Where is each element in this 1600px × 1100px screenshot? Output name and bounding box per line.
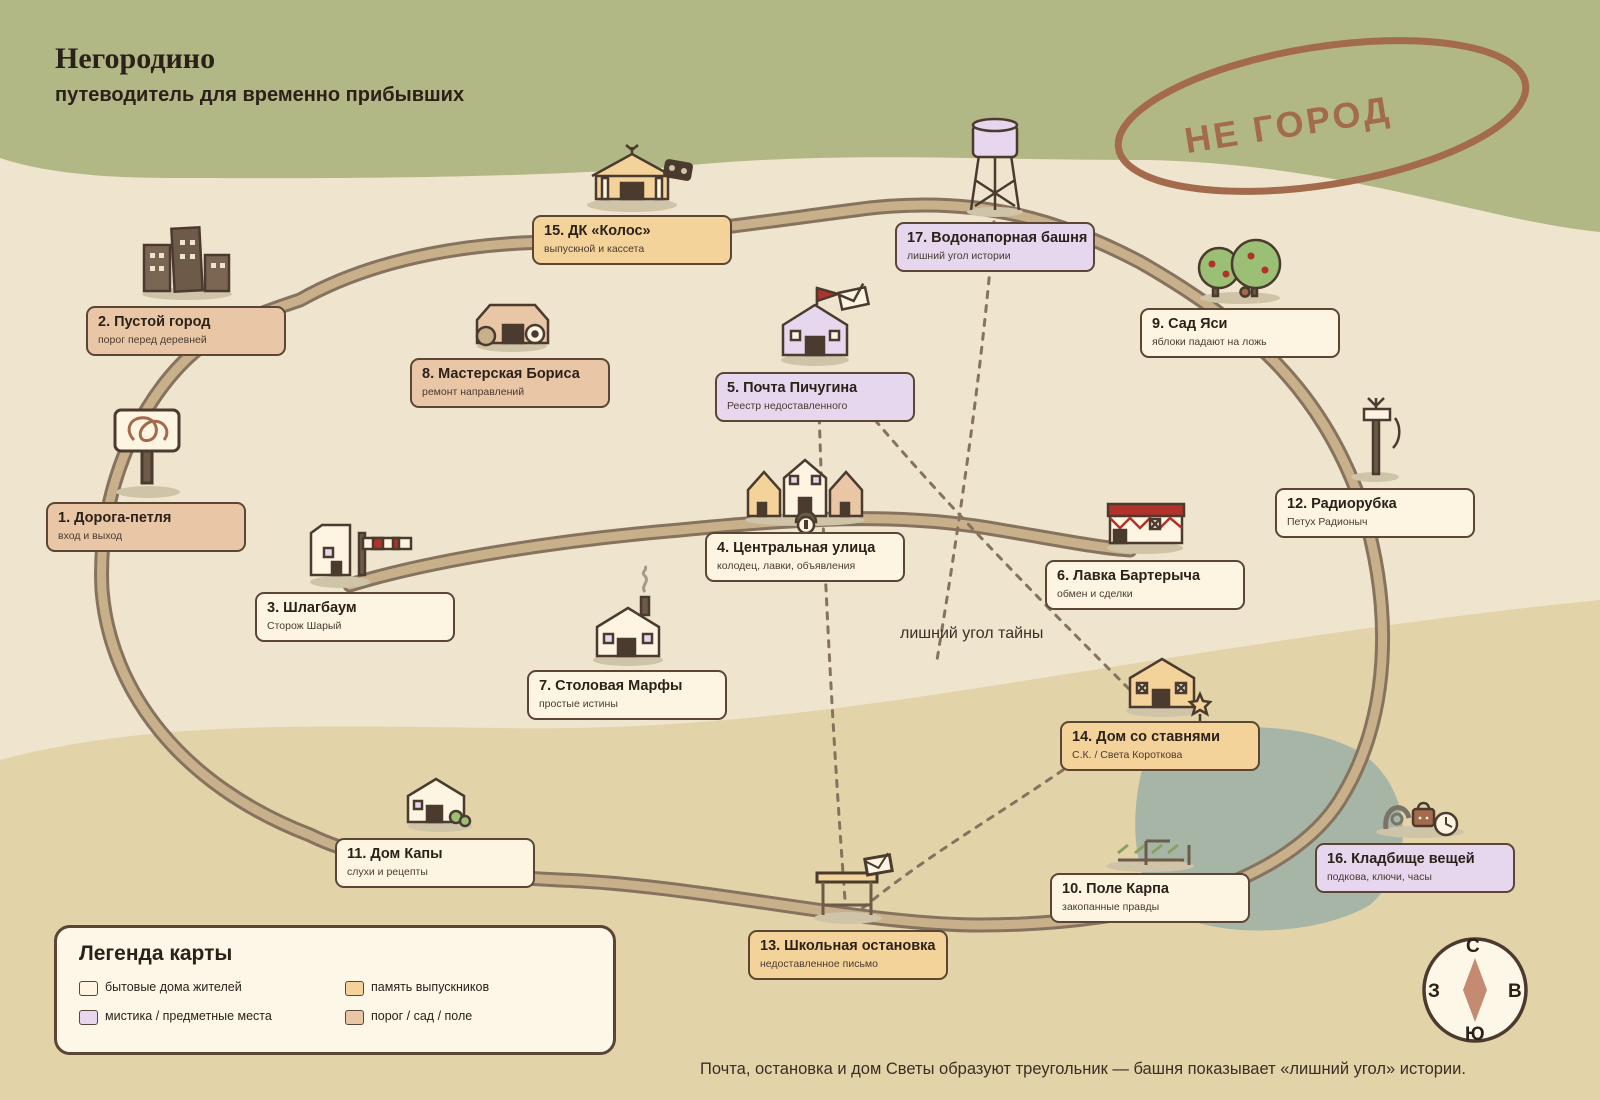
location-name: 13. Школьная остановка	[760, 938, 936, 954]
apple-garden-icon	[1197, 238, 1282, 304]
location-desc: недоставленное письмо	[760, 958, 878, 970]
radio-antenna-icon	[1351, 397, 1401, 482]
location-name: 8. Мастерская Бориса	[422, 366, 580, 382]
location-name: 14. Дом со ставнями	[1072, 729, 1221, 745]
map-legend: Легенда карты бытовые дома жителей памят…	[54, 925, 616, 1055]
location-name: 7. Столовая Марфы	[539, 678, 683, 694]
location-desc: подкова, ключи, часы	[1327, 871, 1432, 883]
location-card-post-office[interactable]: 5. Почта Пичугина Реестр недоставленного	[715, 372, 915, 422]
shop-icon	[1106, 502, 1186, 554]
legend-swatch-mystic	[79, 1010, 98, 1025]
location-card-loop-road[interactable]: 1. Дорога-петля вход и выход	[46, 502, 246, 552]
legend-swatch-graduate	[345, 981, 364, 996]
legend-swatch-home	[79, 981, 98, 996]
map-title: Негородино	[55, 42, 216, 75]
location-desc: лишний угол истории	[907, 250, 1011, 262]
location-card-empty-city[interactable]: 2. Пустой город порог перед деревней	[86, 306, 286, 356]
location-name: 16. Кладбище вещей	[1327, 851, 1475, 867]
location-card-apple-garden[interactable]: 9. Сад Яси яблоки падают на ложь	[1140, 308, 1340, 358]
location-desc: Сторож Шарый	[267, 620, 342, 632]
location-name: 4. Центральная улица	[717, 540, 876, 556]
compass-north: С	[1466, 936, 1480, 957]
footer-note: Почта, остановка и дом Светы образуют тр…	[700, 1060, 1466, 1078]
loop-road-sign-icon	[113, 408, 181, 498]
location-card-water-tower[interactable]: 17. Водонапорная башня лишний угол истор…	[895, 222, 1095, 272]
location-name: 3. Шлагбаум	[267, 600, 357, 616]
location-desc: обмен и сделки	[1057, 588, 1133, 600]
location-card-things-cemetery[interactable]: 16. Кладбище вещей подкова, ключи, часы	[1315, 843, 1515, 893]
location-desc: простые истины	[539, 698, 618, 710]
compass-east: В	[1508, 981, 1522, 1002]
location-name: 1. Дорога-петля	[58, 510, 172, 526]
workshop-icon	[475, 303, 550, 352]
canteen-icon	[593, 565, 663, 666]
location-card-central-street[interactable]: 4. Центральная улица колодец, лавки, объ…	[705, 532, 905, 582]
location-card-school-stop[interactable]: 13. Школьная остановка недоставленное пи…	[748, 930, 948, 980]
map-subtitle: путеводитель для временно прибывших	[55, 84, 465, 106]
legend-label: мистика / предметные места	[105, 1009, 272, 1023]
central-street-icon	[745, 458, 865, 535]
location-card-barter-shop[interactable]: 6. Лавка Бартерыча обмен и сделки	[1045, 560, 1245, 610]
location-card-radio-room[interactable]: 12. Радиорубка Петух Радионыч	[1275, 488, 1475, 538]
compass-south: Ю	[1465, 1024, 1485, 1045]
mystery-corner-label: лишний угол тайны	[900, 625, 1044, 642]
post-office-icon	[781, 282, 871, 366]
barrier-gate-icon	[309, 523, 413, 588]
stamp-ellipse	[1114, 37, 1530, 195]
location-name: 9. Сад Яси	[1152, 316, 1228, 332]
location-name: 5. Почта Пичугина	[727, 380, 858, 396]
legend-label: память выпускников	[371, 980, 490, 994]
compass-icon	[1422, 937, 1528, 1043]
location-desc: колодец, лавки, объявления	[717, 560, 856, 572]
location-desc: Реестр недоставленного	[727, 400, 848, 412]
water-tower-icon	[967, 117, 1023, 217]
legend-title: Легенда карты	[79, 942, 233, 965]
house-icon	[406, 777, 472, 832]
location-desc: ремонт направлений	[422, 386, 525, 398]
location-desc: закопанные правды	[1062, 901, 1160, 913]
location-desc: Петух Радионыч	[1287, 516, 1368, 528]
legend-swatch-threshold	[345, 1010, 364, 1025]
location-card-culture-house[interactable]: 15. ДК «Колос» выпускной и кассета	[532, 215, 732, 265]
location-card-field[interactable]: 10. Поле Карпа закопанные правды	[1050, 873, 1250, 923]
location-card-kapa-house[interactable]: 11. Дом Капы слухи и рецепты	[335, 838, 535, 888]
location-desc: С.К. / Света Короткова	[1072, 749, 1183, 761]
location-name: 17. Водонапорная башня	[907, 230, 1088, 246]
location-desc: порог перед деревней	[98, 334, 207, 346]
location-name: 12. Радиорубка	[1287, 496, 1397, 512]
things-cemetery-icon	[1376, 801, 1464, 838]
location-card-shuttered-house[interactable]: 14. Дом со ставнями С.К. / Света Коротко…	[1060, 721, 1260, 771]
culture-house-icon	[587, 144, 693, 212]
location-card-barrier[interactable]: 3. Шлагбаум Сторож Шарый	[255, 592, 455, 642]
legend-label: бытовые дома жителей	[105, 980, 242, 994]
shuttered-house-icon	[1126, 657, 1213, 722]
bus-stop-icon	[814, 852, 894, 924]
location-card-workshop[interactable]: 8. Мастерская Бориса ремонт направлений	[410, 358, 610, 408]
location-name: 2. Пустой город	[98, 314, 211, 330]
location-name: 10. Поле Карпа	[1062, 881, 1169, 897]
location-desc: вход и выход	[58, 530, 123, 542]
location-card-canteen[interactable]: 7. Столовая Марфы простые истины	[527, 670, 727, 720]
legend-label: порог / сад / поле	[371, 1009, 473, 1023]
location-name: 6. Лавка Бартерыча	[1057, 568, 1201, 584]
location-desc: слухи и рецепты	[347, 866, 428, 878]
empty-city-icon	[142, 225, 232, 300]
location-desc: яблоки падают на ложь	[1152, 336, 1267, 348]
location-name: 11. Дом Капы	[347, 846, 443, 862]
location-desc: выпускной и кассета	[544, 243, 645, 255]
field-icon	[1106, 839, 1194, 872]
location-name: 15. ДК «Колос»	[544, 223, 651, 239]
compass-west: З	[1428, 981, 1440, 1002]
top-meadow	[0, 0, 1600, 232]
